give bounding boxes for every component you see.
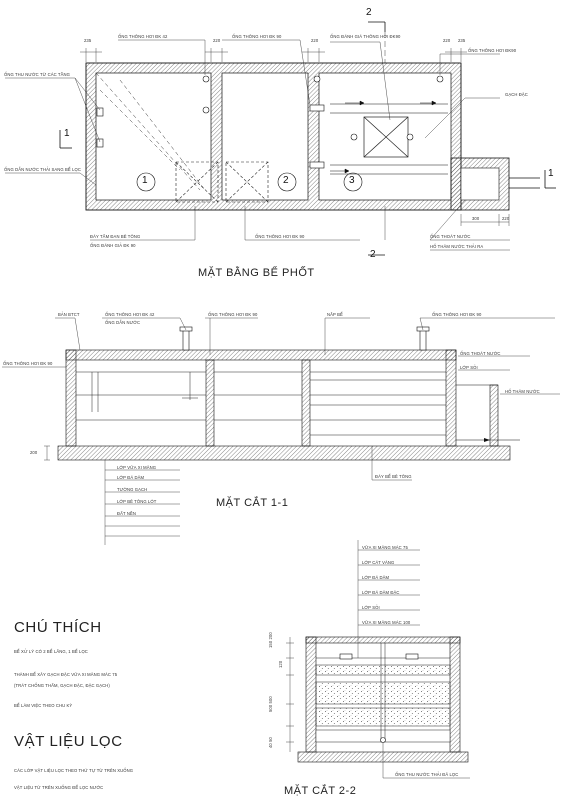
- plan-label: ỐNG DẪN NƯỚC THẢI SANG BỂ LỌC: [4, 167, 82, 172]
- plan-label: GẠCH ĐẶC: [505, 92, 528, 97]
- section-title: MẶT CẮT 2-2: [284, 785, 357, 797]
- section-mark: 1: [64, 128, 70, 139]
- section-label: HỐ THĂM NƯỚC: [505, 389, 540, 394]
- section-label: ỐNG THÔNG HƠI ĐK 90: [3, 361, 53, 366]
- plan-label: ỐNG THÔNG HƠI ĐK90: [468, 48, 517, 53]
- section-label: LỚP SỎI: [362, 605, 380, 610]
- section-mark: 1: [548, 168, 554, 179]
- section-label: VỮA XI MĂNG MÁC 75: [362, 545, 408, 550]
- note-item: (TRÁT CHỐNG THẤM, GẠCH ĐẶC, ĐẶC GẠCH): [14, 683, 110, 688]
- section-label: ỐNG THÔNG HƠI ĐK 90: [432, 312, 482, 317]
- section-label: LỚP ĐÁ DĂM ĐẶC: [362, 590, 400, 595]
- plan-label: ỐNG THÔNG HƠI ĐK 90: [232, 34, 282, 39]
- section-2-2: [286, 540, 470, 779]
- plan-label: ỐNG THOÁT NƯỚC: [430, 234, 471, 239]
- dim-label: 150 200: [268, 632, 273, 648]
- dim-label: 40 50: [268, 737, 273, 748]
- section-title: MẶT CẮT 1-1: [216, 497, 289, 509]
- section-label: LỚP ĐÁ DĂM: [362, 575, 390, 580]
- section-label: ĐẤT NỀN: [117, 511, 137, 516]
- notes-heading: CHÚ THÍCH: [14, 619, 102, 636]
- dim-label: 220: [213, 38, 221, 43]
- plan-label: HỐ THĂM NƯỚC THẢI RA: [430, 244, 484, 249]
- section-mark: 2: [370, 249, 376, 260]
- section-label: BẢN BTCT: [58, 312, 80, 317]
- section-label: ỐNG THÔNG HƠI ĐK 42: [105, 312, 155, 317]
- section-label: NẮP BỂ: [327, 312, 343, 317]
- filter-item: CÁC LỚP VẬT LIỆU LỌC THEO THỨ TỰ TỪ TRÊN…: [14, 768, 134, 773]
- chamber-number: 2: [283, 175, 289, 186]
- dim-label: 235: [458, 38, 466, 43]
- plan-label: ỐNG ĐÁNH GIẢ ĐK 90: [90, 243, 136, 248]
- note-item: THÀNH BỂ XÂY GẠCH ĐẶC VỮA XI MĂNG MÁC 75: [14, 672, 118, 677]
- dim-label: 120: [278, 660, 283, 668]
- note-item: BỂ LÀM VIỆC THEO CHU KỲ: [14, 703, 73, 708]
- section-label: TƯỜNG GẠCH: [117, 487, 148, 492]
- section-label: LỚP CÁT VÀNG: [362, 560, 395, 565]
- section-label: ỐNG THOÁT NƯỚC: [460, 351, 501, 356]
- section-label: LỚP SỎI: [460, 365, 478, 370]
- section-label: ĐÁY BỂ BÊ TÔNG: [375, 474, 412, 479]
- plan-title: MẶT BẰNG BỂ PHỐT: [198, 267, 315, 279]
- section-label: LỚP BÊ TÔNG LÓT: [117, 499, 157, 504]
- section-label: LỚP ĐÁ DĂM: [117, 475, 145, 480]
- plan-label: ĐÁY TẤM ĐAN BÊ TÔNG: [90, 234, 141, 239]
- dim-label: 300: [472, 216, 480, 221]
- plan-label: ỐNG THÔNG HƠI ĐK 90: [255, 234, 305, 239]
- plan-label: ỐNG ĐÁNH GIÁ THÔNG HƠI ĐK90: [330, 34, 401, 39]
- section-label: ỐNG DẪN NƯỚC: [105, 320, 141, 325]
- section-mark: 2: [366, 7, 372, 18]
- section-label: ỐNG THU NƯỚC THẢI ĐÃ LỌC: [395, 772, 459, 777]
- plan-label: ỐNG THU NƯỚC TỪ CÁC TẦNG: [4, 72, 70, 77]
- dim-label: 235: [84, 38, 92, 43]
- dim-label: 220: [311, 38, 319, 43]
- section-label: LỚP VỮA XI MĂNG: [117, 465, 157, 470]
- plan-view: [5, 21, 556, 256]
- section-label: ỐNG THÔNG HƠI ĐK 90: [208, 312, 258, 317]
- dim-label: 200: [30, 450, 38, 455]
- section-1-1: [2, 317, 560, 545]
- filter-item: VẬT LIỆU TỪ TRÊN XUỐNG ĐỂ LỌC NƯỚC: [14, 785, 104, 790]
- plan-label: ỐNG THÔNG HƠI ĐK 42: [118, 34, 168, 39]
- section-label: VỮA XI MĂNG MÁC 100: [362, 620, 411, 625]
- dim-label: 220: [443, 38, 451, 43]
- chamber-number: 3: [349, 175, 355, 186]
- dim-label: 500 500: [268, 696, 273, 712]
- chamber-number: 1: [142, 175, 148, 186]
- note-item: BỂ XỬ LÝ CÓ 2 BỂ LẮNG, 1 BỂ LỌC: [14, 649, 88, 654]
- filter-heading: VẬT LIỆU LỌC: [14, 733, 123, 750]
- dim-label: 220: [502, 216, 510, 221]
